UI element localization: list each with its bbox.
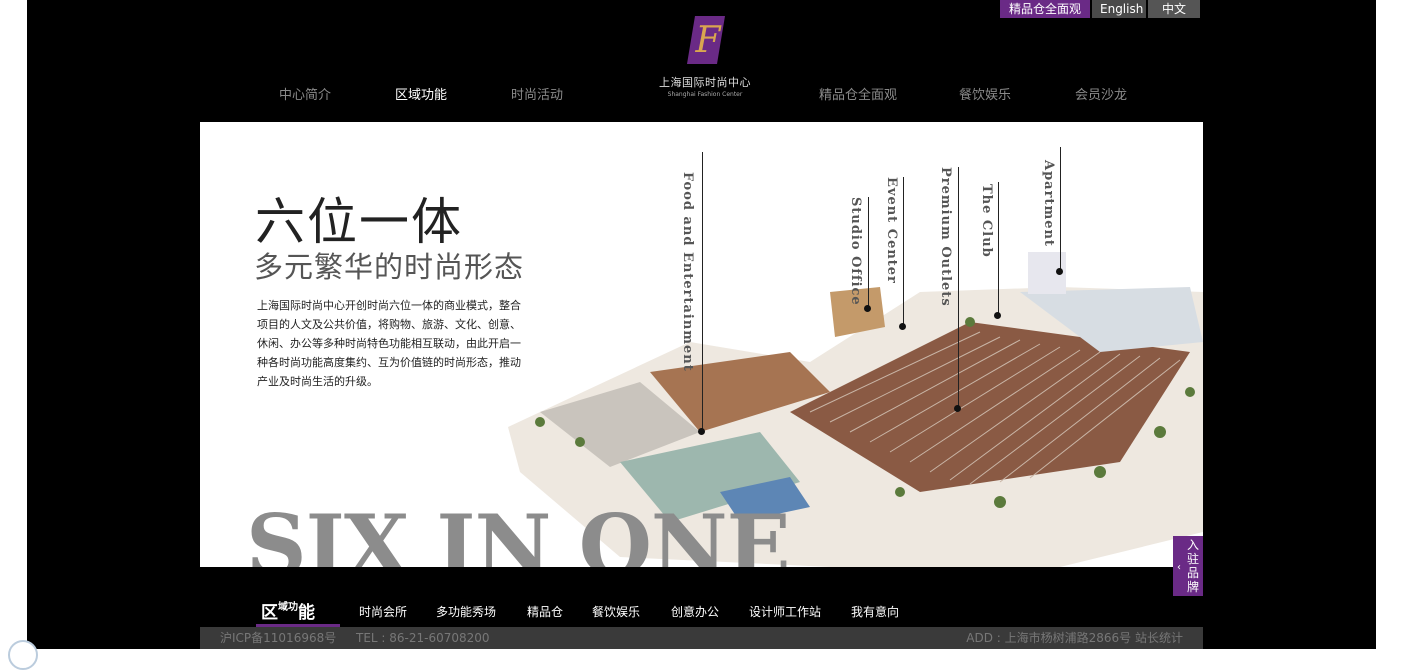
- join-brands-label: 入驻品牌: [1187, 538, 1200, 594]
- subnav-title: 区域功能: [261, 602, 315, 623]
- club-leader-line: [998, 182, 999, 314]
- nav-fashion-events[interactable]: 时尚活动: [511, 88, 564, 103]
- subnav-dining[interactable]: 餐饮娱乐: [592, 605, 641, 619]
- subnav-active-underline: [256, 624, 340, 627]
- nav-member-salon[interactable]: 会员沙龙: [1075, 88, 1128, 103]
- outlets-dot: [954, 405, 961, 412]
- footer-icp[interactable]: 沪ICP备11016968号: [220, 631, 337, 645]
- hero-body: 上海国际时尚中心开创时尚六位一体的商业模式，整合项目的人文及公共价值，将购物、旅…: [257, 299, 521, 388]
- label-food-entertainment: Food and Entertainment: [680, 172, 695, 372]
- hero-subtitle: 多元繁华的时尚形态: [254, 250, 525, 284]
- svg-text:F: F: [695, 20, 723, 61]
- food-leader-line: [702, 152, 703, 432]
- club-dot: [994, 312, 1001, 319]
- label-apartment: Apartment: [1041, 160, 1056, 247]
- apartment-leader-line: [1060, 147, 1061, 270]
- nav-zone-functions[interactable]: 区域功能: [395, 88, 448, 103]
- apartment-dot: [1056, 268, 1063, 275]
- corner-widget-icon[interactable]: [8, 640, 38, 670]
- studio-dot: [864, 305, 871, 312]
- event-leader-line: [903, 177, 904, 327]
- hero-panel: 六位一体 多元繁华的时尚形态 上海国际时尚中心开创时尚六位一体的商业模式，整合项…: [200, 122, 1203, 567]
- footer-tel: TEL : 86-21-60708200: [356, 631, 490, 645]
- subnav-creative-office[interactable]: 创意办公: [671, 605, 720, 619]
- premium-outlets-link[interactable]: 精品仓全面观: [1000, 0, 1090, 18]
- nav-center-intro[interactable]: 中心简介: [279, 88, 332, 103]
- f-logo-icon: F: [687, 14, 725, 64]
- english-link[interactable]: English: [1092, 0, 1146, 18]
- food-dot: [698, 428, 705, 435]
- logo-cn-text: 上海国际时尚中心: [659, 76, 751, 89]
- subnav-multi-show[interactable]: 多功能秀场: [436, 605, 497, 619]
- nav-premium-outlets[interactable]: 精品仓全面观: [819, 88, 898, 103]
- nav-dining[interactable]: 餐饮娱乐: [959, 88, 1012, 103]
- site-logo[interactable]: F 上海国际时尚中心 Shanghai Fashion Center: [653, 14, 757, 104]
- language-bar: 精品仓全面观 English 中文: [1000, 0, 1200, 18]
- outlets-leader-line: [958, 167, 959, 407]
- page-stage: 精品仓全面观 English 中文 F 上海国际时尚中心 Shanghai Fa…: [27, 0, 1376, 649]
- chevron-left-icon: ‹: [1177, 562, 1181, 573]
- join-brands-tab[interactable]: ‹ 入驻品牌: [1173, 536, 1203, 596]
- chinese-link[interactable]: 中文: [1148, 0, 1200, 18]
- subnav-premium[interactable]: 精品仓: [527, 605, 564, 619]
- hero-title: 六位一体: [255, 193, 463, 251]
- subnav-fashion-club[interactable]: 时尚会所: [359, 605, 408, 619]
- studio-leader-line: [868, 197, 869, 307]
- label-the-club: The Club: [979, 184, 994, 258]
- subnav-designer-studio[interactable]: 设计师工作站: [749, 605, 822, 619]
- footer-bar: 沪ICP备11016968号 TEL : 86-21-60708200 ADD …: [200, 627, 1203, 649]
- logo-en-text: Shanghai Fashion Center: [667, 91, 743, 98]
- campus-aerial-image: [508, 252, 1203, 567]
- event-dot: [899, 323, 906, 330]
- subnav-intent[interactable]: 我有意向: [851, 605, 900, 619]
- label-studio-office: Studio Office: [848, 197, 863, 306]
- footer-address: ADD : 上海市杨树浦路2866号 站长统计: [966, 631, 1183, 645]
- six-in-one-text: SIX IN ONE: [246, 496, 791, 568]
- label-premium-outlets: Premium Outlets: [938, 167, 953, 307]
- label-event-center: Event Center: [884, 177, 899, 284]
